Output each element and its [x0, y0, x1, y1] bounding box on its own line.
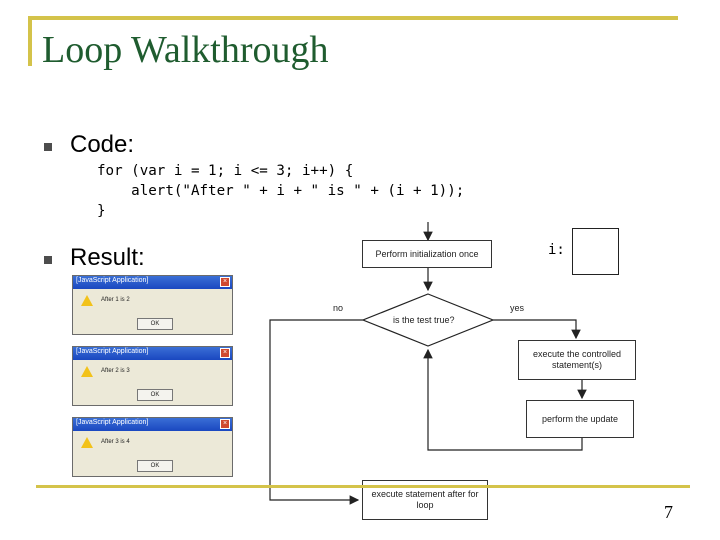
code-line: alert("After " + i + " is " + (i + 1)); [97, 183, 465, 199]
alert-message: After 2 is 3 [101, 368, 130, 374]
flow-arrow [423, 348, 583, 451]
dialog-title: [JavaScript Application] [76, 348, 149, 355]
frame-bottom-rule [36, 485, 690, 488]
warning-icon [81, 295, 93, 306]
slide-title: Loop Walkthrough [42, 29, 329, 71]
warning-icon [81, 366, 93, 377]
dialog-titlebar: [JavaScript Application] × [73, 347, 232, 360]
flow-arrow [493, 319, 581, 340]
bullet-square-icon [44, 256, 52, 264]
test-diamond [361, 293, 495, 347]
alert-message: After 3 is 4 [101, 439, 130, 445]
alert-message: After 1 is 2 [101, 297, 130, 303]
warning-icon [81, 437, 93, 448]
alert-dialog: [JavaScript Application] × After 2 is 3 … [72, 346, 233, 406]
code-line: } [97, 203, 106, 219]
dialog-titlebar: [JavaScript Application] × [73, 276, 232, 289]
code-label: Code: [70, 131, 135, 158]
frame-left-rule [28, 16, 32, 66]
close-icon[interactable]: × [220, 277, 230, 287]
dialog-titlebar: [JavaScript Application] × [73, 418, 232, 431]
ok-button[interactable]: OK [137, 389, 173, 401]
init-box: Perform initialization once [362, 240, 492, 268]
update-box: perform the update [526, 400, 634, 438]
test-label: is the test true? [393, 315, 455, 325]
dialog-title: [JavaScript Application] [76, 277, 149, 284]
no-label: no [333, 303, 344, 313]
variable-i-box [572, 228, 619, 275]
ok-button[interactable]: OK [137, 318, 173, 330]
code-line: for (var i = 1; i <= 3; i++) { [97, 163, 354, 179]
code-block: for (var i = 1; i <= 3; i++) { alert("Af… [97, 161, 464, 221]
body-box: execute the controlled statement(s) [518, 340, 636, 380]
variable-i-label: i: [548, 242, 565, 258]
close-icon[interactable]: × [220, 348, 230, 358]
ok-button[interactable]: OK [137, 460, 173, 472]
bullet-square-icon [44, 143, 52, 151]
yes-label: yes [510, 303, 525, 313]
dialog-title: [JavaScript Application] [76, 419, 149, 426]
flow-arrow [269, 319, 363, 505]
alert-dialog: [JavaScript Application] × After 1 is 2 … [72, 275, 233, 335]
result-label: Result: [70, 244, 145, 271]
flowchart-connectors [269, 222, 587, 505]
page-number: 7 [664, 502, 673, 522]
alert-dialog: [JavaScript Application] × After 3 is 4 … [72, 417, 233, 477]
frame-top-rule [28, 16, 678, 20]
close-icon[interactable]: × [220, 419, 230, 429]
